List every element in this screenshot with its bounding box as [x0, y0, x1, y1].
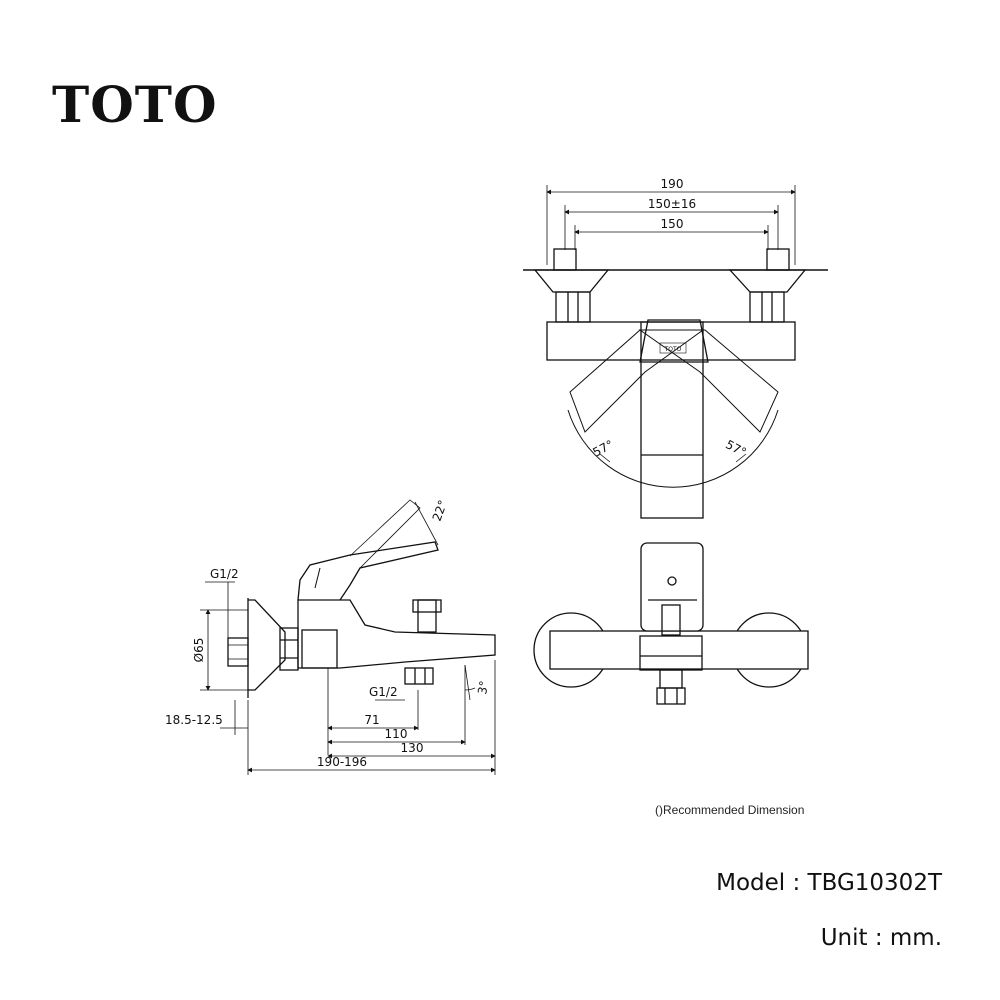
model-label: Model : TBG10302T [716, 870, 942, 896]
dim-label-150: 150 [661, 217, 684, 231]
recommended-dimension-note: ()Recommended Dimension [655, 803, 805, 817]
dim-label-190-196: 190-196 [317, 755, 367, 769]
dim-label-190: 190 [661, 177, 684, 191]
front-view [533, 542, 809, 705]
side-view [200, 499, 496, 775]
unit-label: Unit : mm. [820, 925, 942, 951]
dim-label-110: 110 [385, 727, 408, 741]
dim-label-130: 130 [401, 741, 424, 755]
toto-logo: TOTO [52, 75, 218, 134]
dim-label-150-16: 150±16 [648, 197, 696, 211]
thread-label-inlet: G1/2 [210, 567, 239, 581]
dim-label-71: 71 [364, 713, 379, 727]
diameter-label: Ø65 [192, 638, 206, 663]
thread-label-outlet: G1/2 [369, 685, 398, 699]
top-view [523, 185, 828, 519]
angle-label-spout: 3° [475, 680, 491, 696]
handle-logo-text: TOTO [664, 346, 682, 353]
angle-label-right: 57° [723, 437, 748, 459]
dim-label-18-5-12-5: 18.5-12.5 [165, 713, 223, 727]
angle-label-handle: 22° [430, 498, 450, 523]
angle-label-left: 57° [590, 437, 615, 459]
